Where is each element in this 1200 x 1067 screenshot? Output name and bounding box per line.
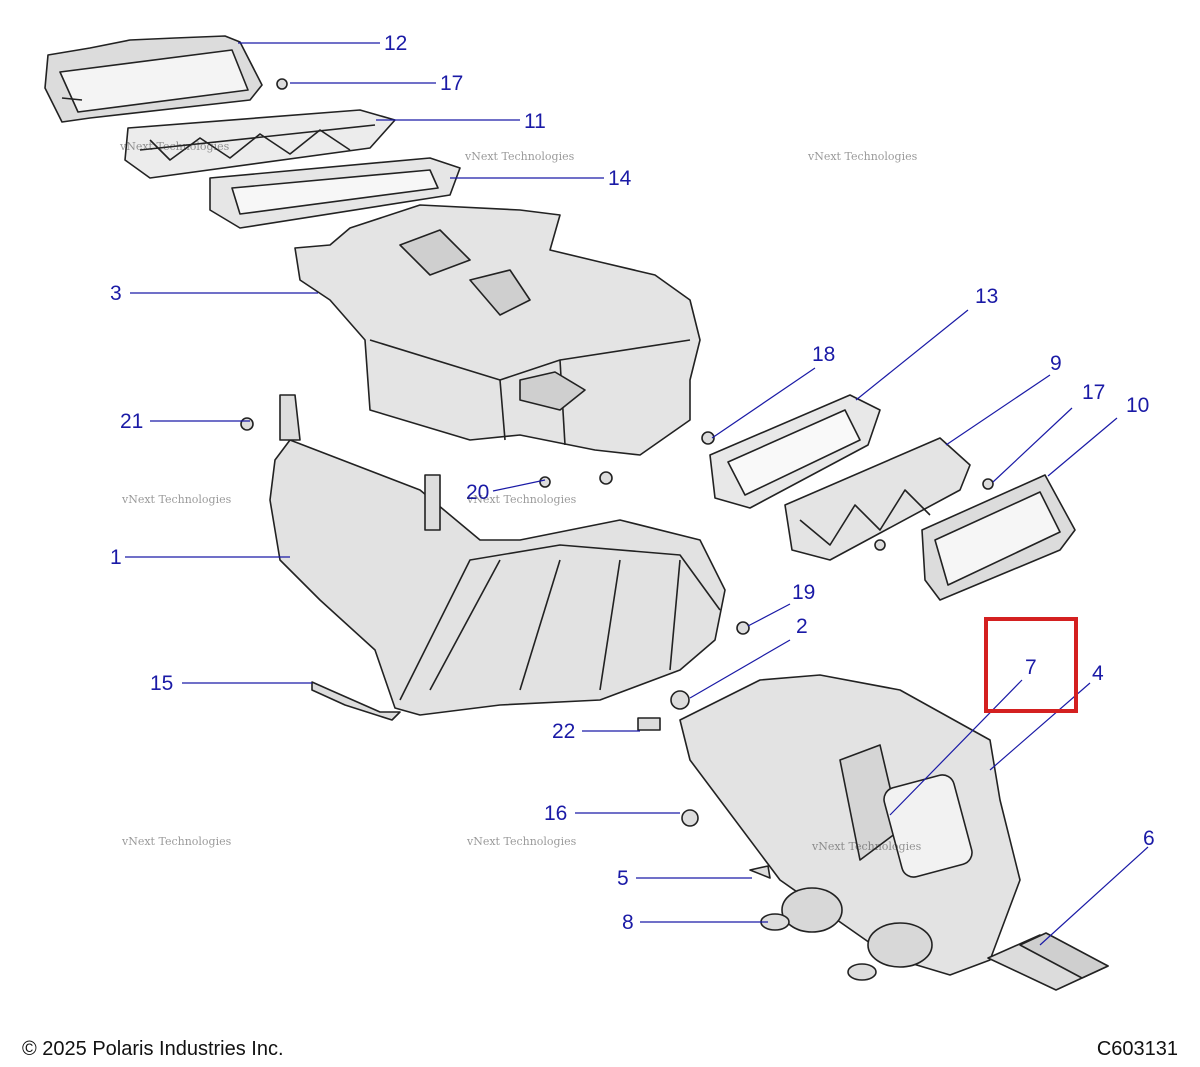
callout-8[interactable]: 8 bbox=[622, 911, 634, 934]
highlight-box bbox=[984, 617, 1078, 713]
part-1-intake-housing bbox=[269, 394, 726, 716]
callout-22[interactable]: 22 bbox=[552, 720, 576, 743]
callout-13[interactable]: 13 bbox=[975, 285, 999, 308]
diagram-code: C603131 bbox=[1096, 1038, 1178, 1060]
callout-15[interactable]: 15 bbox=[150, 672, 174, 695]
callout-14[interactable]: 14 bbox=[608, 167, 632, 190]
callout-3[interactable]: 3 bbox=[110, 282, 122, 305]
part-10-gasket bbox=[921, 474, 1076, 601]
callout-20[interactable]: 20 bbox=[466, 481, 490, 504]
callout-10[interactable]: 10 bbox=[1126, 394, 1150, 417]
part-6-pads bbox=[987, 932, 1109, 991]
callout-11[interactable]: 11 bbox=[524, 110, 546, 133]
part-12-gasket bbox=[44, 35, 263, 123]
callout-7[interactable]: 7 bbox=[1025, 656, 1037, 679]
callout-9[interactable]: 9 bbox=[1050, 352, 1062, 375]
part-11-grille bbox=[124, 109, 396, 179]
part-3-upper-housing bbox=[294, 204, 701, 456]
callout-17[interactable]: 17 bbox=[440, 72, 464, 95]
callout-17[interactable]: 17 bbox=[1082, 381, 1106, 404]
callout-18[interactable]: 18 bbox=[812, 343, 836, 366]
callout-5[interactable]: 5 bbox=[617, 867, 629, 890]
part-13-duct bbox=[709, 394, 881, 509]
callout-21[interactable]: 21 bbox=[120, 410, 144, 433]
callout-16[interactable]: 16 bbox=[544, 802, 568, 825]
callout-19[interactable]: 19 bbox=[792, 581, 816, 604]
callout-6[interactable]: 6 bbox=[1143, 827, 1155, 850]
callout-12[interactable]: 12 bbox=[384, 32, 408, 55]
hardware bbox=[240, 78, 994, 981]
callout-2[interactable]: 2 bbox=[796, 615, 808, 638]
callout-4[interactable]: 4 bbox=[1092, 662, 1104, 685]
callout-1[interactable]: 1 bbox=[110, 546, 122, 569]
copyright-text: © 2025 Polaris Industries Inc. bbox=[22, 1038, 284, 1060]
part-4-airbox bbox=[679, 674, 1021, 976]
part-9-grille bbox=[784, 437, 971, 561]
part-14-frame bbox=[209, 157, 461, 229]
